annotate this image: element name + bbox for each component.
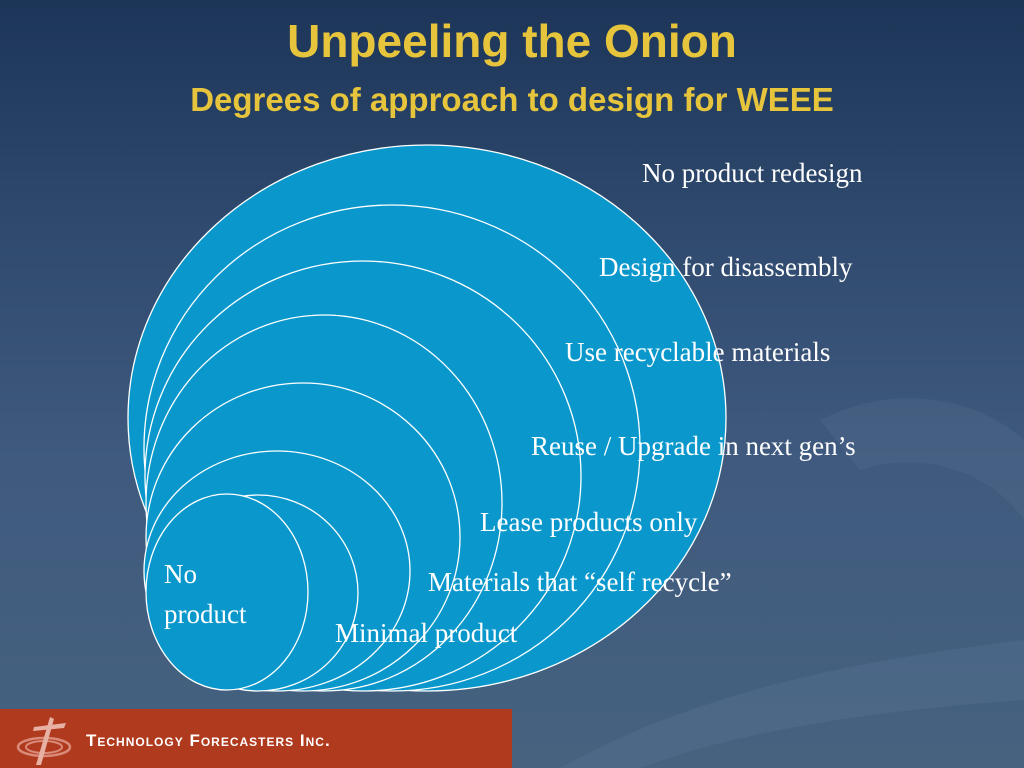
layer-label-self-recycle: Materials that “self recycle”	[428, 567, 732, 597]
tfi-logo-icon	[16, 717, 72, 765]
footer-bar: Technology Forecasters Inc.	[0, 709, 512, 768]
slide-subtitle: Degrees of approach to design for WEEE	[190, 81, 834, 118]
company-name: Technology Forecasters Inc.	[86, 731, 331, 750]
onion-core-no-product	[145, 493, 309, 691]
layer-label-use-recyclable-materials: Use recyclable materials	[565, 337, 831, 367]
layer-label-no-product-redesign: No product redesign	[642, 158, 863, 188]
layer-label-minimal-product: Minimal product	[335, 618, 518, 648]
slide-title: Unpeeling the Onion	[287, 15, 737, 67]
core-label-product: product	[164, 599, 247, 629]
core-label-no: No	[164, 559, 197, 589]
layer-label-design-for-disassembly: Design for disassembly	[599, 252, 853, 282]
layer-label-lease-products: Lease products only	[480, 507, 698, 537]
layer-label-reuse-upgrade: Reuse / Upgrade in next gen’s	[531, 431, 856, 461]
